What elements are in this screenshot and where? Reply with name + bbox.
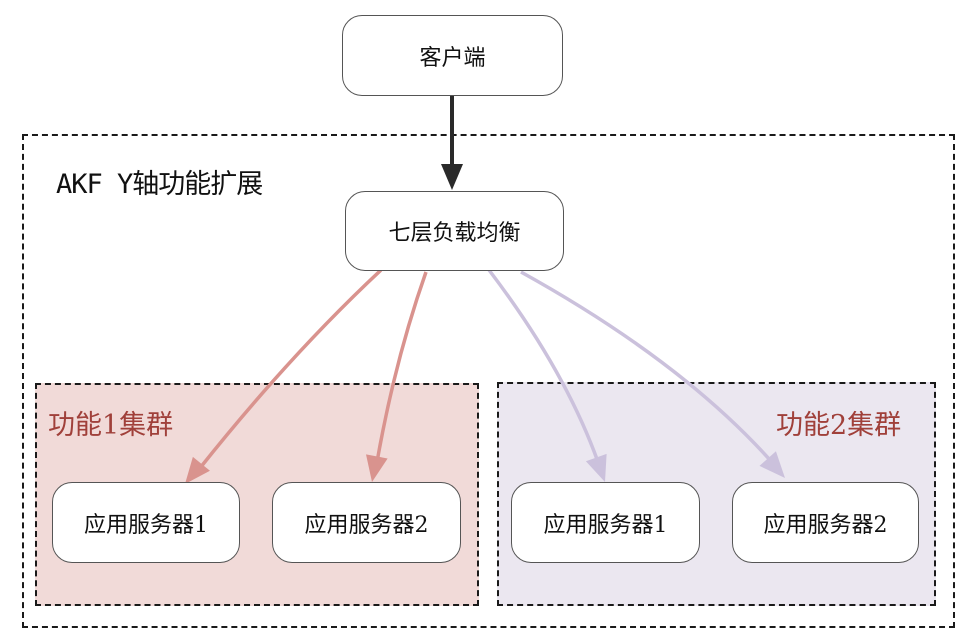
cluster2-app-server-2-node[interactable]: 应用服务器2 [732, 482, 919, 563]
cluster1-app-server-2-node[interactable]: 应用服务器2 [272, 482, 461, 563]
cluster1-app-server-1-node[interactable]: 应用服务器1 [52, 482, 240, 563]
function2-cluster-title: 功能2集群 [776, 410, 902, 441]
cluster2-app-server-1-node[interactable]: 应用服务器1 [511, 482, 700, 563]
layer7-load-balancer-node[interactable]: 七层负载均衡 [345, 191, 564, 271]
akf-y-axis-group [22, 134, 955, 628]
akf-y-axis-group-title: AKF Y轴功能扩展 [56, 169, 263, 200]
function1-cluster-title: 功能1集群 [48, 410, 174, 441]
client-node[interactable]: 客户端 [342, 15, 563, 96]
